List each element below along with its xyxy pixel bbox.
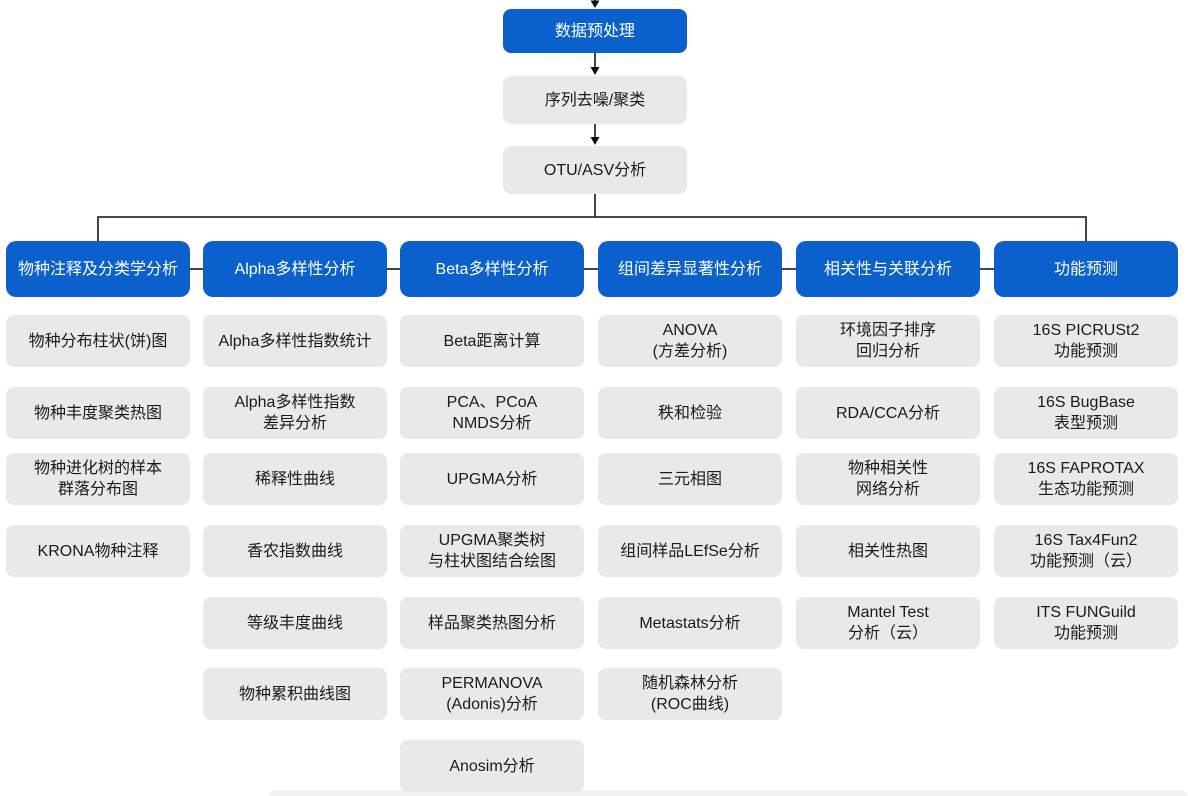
- flow-node-group-difference-item-1: ANOVA (方差分析): [598, 315, 782, 367]
- flow-node-alpha-diversity-item-4: 香农指数曲线: [203, 525, 387, 577]
- flow-node-taxonomy-annotation-item-4: KRONA物种注释: [6, 525, 190, 577]
- bus-line: [97, 216, 1087, 241]
- flow-node-group-difference-item-3: 三元相图: [598, 453, 782, 505]
- flow-node-beta-diversity-item-2: PCA、PCoA NMDS分析: [400, 387, 584, 439]
- flow-node-beta-diversity-item-5: 样品聚类热图分析: [400, 597, 584, 649]
- flow-node-group-difference-item-2: 秩和检验: [598, 387, 782, 439]
- arrow-down-icon: [590, 67, 600, 75]
- flow-node-taxonomy-annotation-item-2: 物种丰度聚类热图: [6, 387, 190, 439]
- column-header-alpha-diversity: Alpha多样性分析: [203, 241, 387, 297]
- cropped-box-top-edge: [268, 790, 1188, 796]
- flow-node-beta-diversity-item-7: Anosim分析: [400, 740, 584, 792]
- flow-node-alpha-diversity-item-1: Alpha多样性指数统计: [203, 315, 387, 367]
- arrow-down-icon: [590, 0, 600, 8]
- flow-node-beta-diversity-item-4: UPGMA聚类树 与柱状图结合绘图: [400, 525, 584, 577]
- flow-node-correlation-association-item-4: 相关性热图: [796, 525, 980, 577]
- flow-node-function-prediction-item-1: 16S PICRUSt2 功能预测: [994, 315, 1178, 367]
- flow-node-alpha-diversity-item-2: Alpha多样性指数 差异分析: [203, 387, 387, 439]
- flow-node-denoise-cluster: 序列去噪/聚类: [503, 76, 687, 124]
- flow-node-function-prediction-item-2: 16S BugBase 表型预测: [994, 387, 1178, 439]
- flow-node-data-preprocessing: 数据预处理: [503, 9, 687, 53]
- flow-node-correlation-association-item-3: 物种相关性 网络分析: [796, 453, 980, 505]
- flow-node-beta-diversity-item-3: UPGMA分析: [400, 453, 584, 505]
- flow-node-correlation-association-item-1: 环境因子排序 回归分析: [796, 315, 980, 367]
- flow-node-function-prediction-item-3: 16S FAPROTAX 生态功能预测: [994, 453, 1178, 505]
- flow-node-beta-diversity-item-1: Beta距离计算: [400, 315, 584, 367]
- flow-node-function-prediction-item-4: 16S Tax4Fun2 功能预测（云）: [994, 525, 1178, 577]
- flow-node-group-difference-item-6: 随机森林分析 (ROC曲线): [598, 668, 782, 720]
- flow-node-function-prediction-item-5: ITS FUNGuild 功能预测: [994, 597, 1178, 649]
- flow-node-otu-asv: OTU/ASV分析: [503, 146, 687, 194]
- flow-node-taxonomy-annotation-item-3: 物种进化树的样本 群落分布图: [6, 453, 190, 505]
- flow-node-alpha-diversity-item-6: 物种累积曲线图: [203, 668, 387, 720]
- flow-node-correlation-association-item-2: RDA/CCA分析: [796, 387, 980, 439]
- arrow-down-icon: [590, 137, 600, 145]
- flow-node-correlation-association-item-5: Mantel Test 分析（云）: [796, 597, 980, 649]
- flow-node-alpha-diversity-item-5: 等级丰度曲线: [203, 597, 387, 649]
- column-header-taxonomy-annotation: 物种注释及分类学分析: [6, 241, 190, 297]
- column-header-function-prediction: 功能预测: [994, 241, 1178, 297]
- flow-node-alpha-diversity-item-3: 稀释性曲线: [203, 453, 387, 505]
- flow-node-beta-diversity-item-6: PERMANOVA (Adonis)分析: [400, 668, 584, 720]
- flow-node-group-difference-item-5: Metastats分析: [598, 597, 782, 649]
- flow-node-group-difference-item-4: 组间样品LEfSe分析: [598, 525, 782, 577]
- column-header-group-difference: 组间差异显著性分析: [598, 241, 782, 297]
- column-header-correlation-association: 相关性与关联分析: [796, 241, 980, 297]
- flow-node-taxonomy-annotation-item-1: 物种分布柱状(饼)图: [6, 315, 190, 367]
- column-header-beta-diversity: Beta多样性分析: [400, 241, 584, 297]
